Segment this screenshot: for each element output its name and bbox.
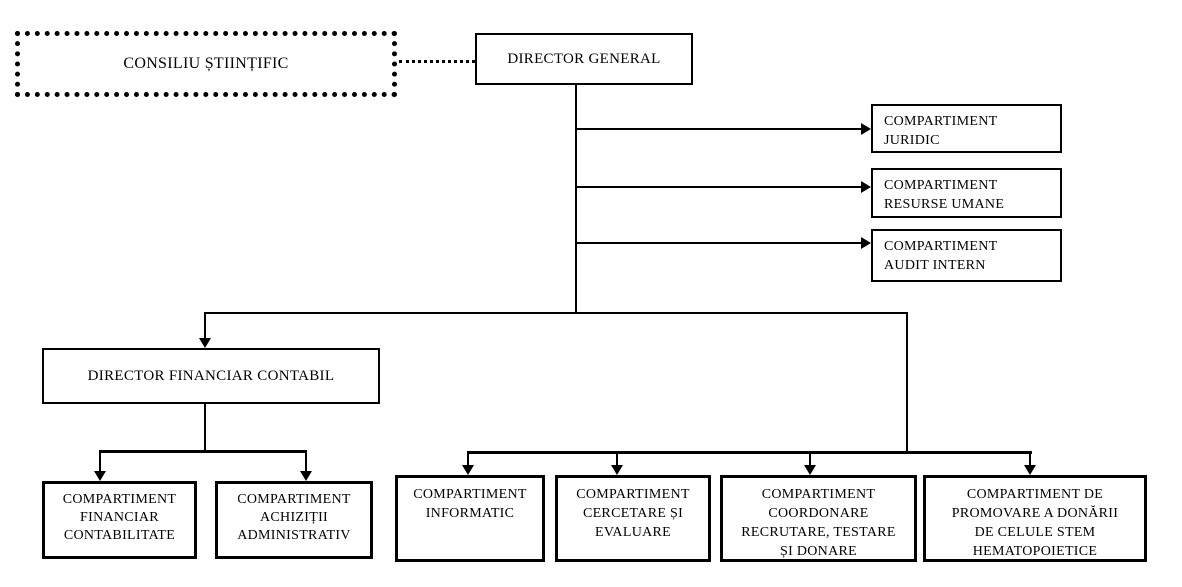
node-compartiment-financiar-contabilitate: COMPARTIMENT FINANCIAR CONTABILITATE (42, 481, 197, 559)
connector-main-horizontal (204, 312, 908, 314)
arrowhead-juridic (861, 123, 871, 135)
connector-branch-resurse-umane (576, 186, 862, 188)
arrowhead-informatic (462, 465, 474, 475)
node-consiliu-stiintific: CONSILIU ȘTIINȚIFIC (15, 31, 397, 97)
node-compartiment-audit-intern: COMPARTIMENT AUDIT INTERN (871, 229, 1062, 282)
node-compartiment-resurse-umane: COMPARTIMENT RESURSE UMANE (871, 168, 1062, 218)
connector-drop-achizitii (305, 452, 307, 471)
node-director-financiar-contabil: DIRECTOR FINANCIAR CONTABIL (42, 348, 380, 404)
connector-trunk-director-financiar (204, 404, 206, 452)
connector-trunk-director-general (575, 85, 577, 314)
node-compartiment-informatic-label: COMPARTIMENT INFORMATIC (413, 487, 527, 521)
arrowhead-financiar-contabilitate (94, 471, 106, 481)
connector-drop-coordonare (809, 453, 811, 465)
arrowhead-director-financiar (199, 338, 211, 348)
connector-drop-promovare (1029, 453, 1031, 465)
node-compartiment-achizitii-administrativ-label: COMPARTIMENT ACHIZIȚII ADMINISTRATIV (237, 492, 351, 543)
node-compartiment-financiar-contabilitate-label: COMPARTIMENT FINANCIAR CONTABILITATE (62, 492, 177, 543)
connector-drop-cercetare (616, 453, 618, 465)
node-director-general: DIRECTOR GENERAL (475, 33, 693, 85)
node-compartiment-achizitii-administrativ: COMPARTIMENT ACHIZIȚII ADMINISTRATIV (215, 481, 373, 559)
node-compartiment-promovare-label: COMPARTIMENT DE PROMOVARE A DONĂRII DE C… (951, 487, 1119, 559)
node-compartiment-cercetare-evaluare: COMPARTIMENT CERCETARE ȘI EVALUARE (555, 475, 711, 562)
arrowhead-audit-intern (861, 237, 871, 249)
node-compartiment-informatic: COMPARTIMENT INFORMATIC (395, 475, 545, 562)
node-compartiment-resurse-umane-label: COMPARTIMENT RESURSE UMANE (884, 178, 1005, 212)
connector-branch-juridic (576, 128, 862, 130)
node-director-general-label: DIRECTOR GENERAL (507, 50, 661, 67)
arrowhead-achizitii (300, 471, 312, 481)
arrowhead-resurse-umane (861, 181, 871, 193)
arrowhead-coordonare (804, 465, 816, 475)
node-director-financiar-contabil-label: DIRECTOR FINANCIAR CONTABIL (87, 367, 335, 384)
connector-right-vertical (906, 312, 908, 453)
arrowhead-cercetare (611, 465, 623, 475)
node-compartiment-juridic-label: COMPARTIMENT JURIDIC (884, 114, 998, 148)
connector-drop-informatic (467, 453, 469, 465)
connector-branch-audit-intern (576, 242, 862, 244)
node-consiliu-stiintific-label: CONSILIU ȘTIINȚIFIC (123, 55, 289, 72)
connector-consiliu-director-dotted (399, 60, 475, 63)
node-compartiment-promovare: COMPARTIMENT DE PROMOVARE A DONĂRII DE C… (923, 475, 1147, 562)
connector-left-distribution (99, 450, 307, 453)
connector-drop-financiar-contabilitate (99, 452, 101, 471)
node-compartiment-juridic: COMPARTIMENT JURIDIC (871, 104, 1062, 153)
connector-right-distribution (467, 451, 1032, 454)
node-compartiment-audit-intern-label: COMPARTIMENT AUDIT INTERN (884, 239, 998, 273)
arrowhead-promovare (1024, 465, 1036, 475)
node-compartiment-cercetare-evaluare-label: COMPARTIMENT CERCETARE ȘI EVALUARE (576, 487, 690, 540)
node-compartiment-coordonare: COMPARTIMENT COORDONARE RECRUTARE, TESTA… (720, 475, 917, 562)
connector-drop-director-financiar (204, 312, 206, 338)
node-compartiment-coordonare-label: COMPARTIMENT COORDONARE RECRUTARE, TESTA… (741, 487, 896, 559)
